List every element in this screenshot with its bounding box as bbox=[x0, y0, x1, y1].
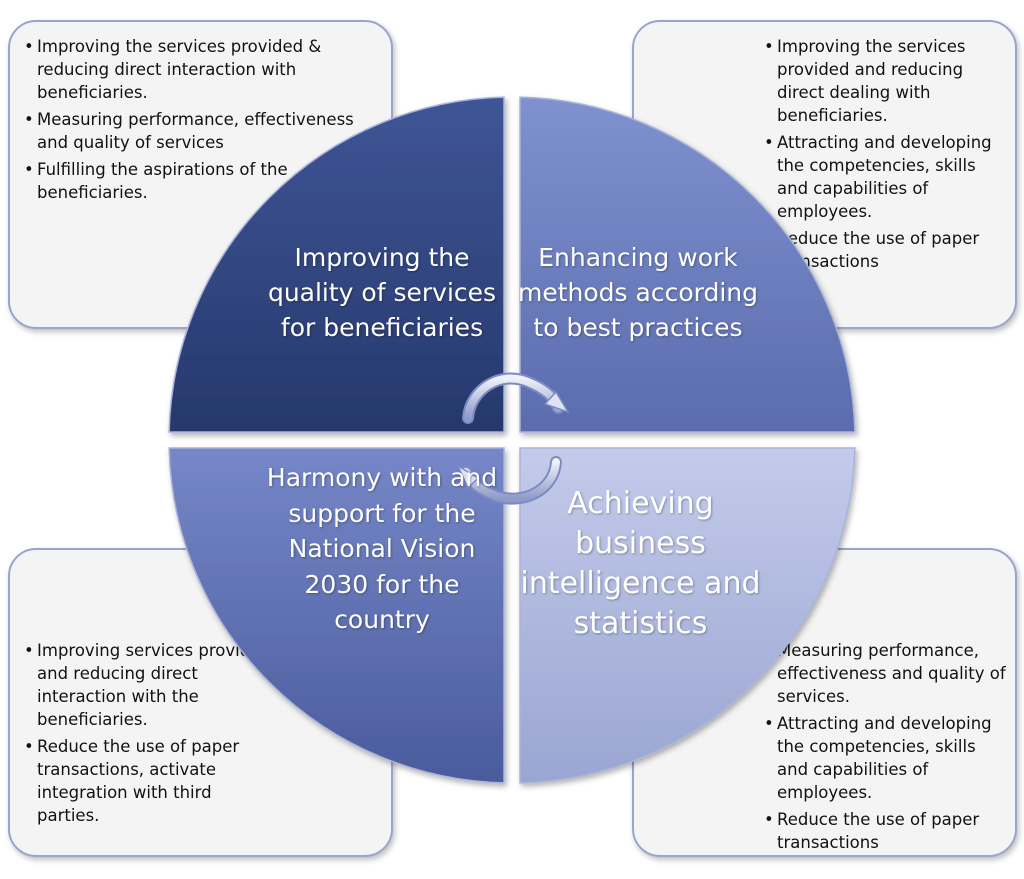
bullet-list-top-right: Improving the services provided and redu… bbox=[764, 35, 1009, 277]
quadrant-label-top-left: Improving the quality of services for be… bbox=[267, 243, 497, 342]
quadrant-top-right bbox=[519, 96, 856, 433]
cycle-arrows-icon bbox=[456, 372, 570, 505]
list-item: Reduce the use of paper transactions bbox=[764, 808, 1009, 854]
list-item: Improving the services provided & reduci… bbox=[24, 35, 384, 104]
quadrant-label-top-right: Enhancing work methods according to best… bbox=[518, 243, 758, 342]
bullet-list-bottom-left: Improving services provided and reducing… bbox=[24, 639, 274, 831]
quadrant-label-bottom-left: Harmony with and support for the Nationa… bbox=[266, 463, 498, 634]
list-item: Fulfilling the aspirations of the benefi… bbox=[24, 158, 384, 204]
bullet-list-bottom-right: Measuring performance, effectiveness and… bbox=[764, 639, 1009, 858]
list-item: Attracting and developing the competenci… bbox=[764, 131, 1009, 223]
bullet-list-top-left: Improving the services provided & reduci… bbox=[24, 35, 384, 208]
list-item: Measuring performance, effectiveness and… bbox=[24, 108, 384, 154]
list-item: Measuring performance, effectiveness and… bbox=[764, 639, 1009, 708]
quadrant-bottom-left bbox=[168, 447, 505, 784]
list-item: Attracting and developing the competenci… bbox=[764, 712, 1009, 804]
quadrant-top-left bbox=[168, 96, 505, 433]
quadrant-label-bottom-right: Achieving business intelligence and stat… bbox=[520, 486, 761, 641]
list-item: Improving services provided and reducing… bbox=[24, 639, 274, 731]
list-item: Reduce the use of paper transactions, ac… bbox=[24, 735, 274, 827]
list-item: Improving the services provided and redu… bbox=[764, 35, 1009, 127]
quadrant-bottom-right bbox=[519, 447, 856, 784]
